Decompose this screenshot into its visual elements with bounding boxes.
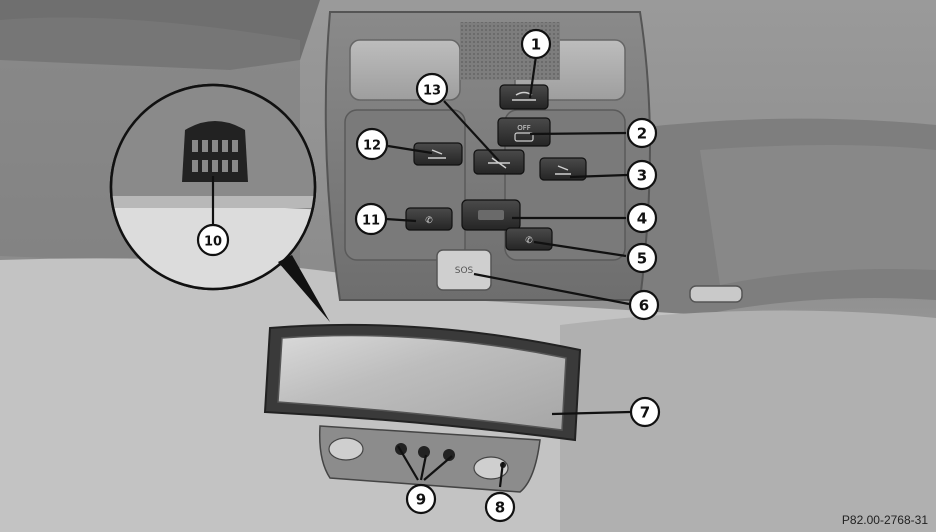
svg-text:8: 8 bbox=[495, 499, 505, 517]
callout-8: 8 bbox=[484, 491, 516, 523]
right-lamp-lens bbox=[473, 456, 509, 480]
garage-button-2[interactable] bbox=[418, 446, 430, 458]
callout-10: 10 bbox=[196, 223, 230, 257]
leader-lines bbox=[211, 55, 631, 488]
callout-2: 2 bbox=[626, 117, 658, 149]
svg-text:✆: ✆ bbox=[425, 216, 433, 226]
svg-text:12: 12 bbox=[363, 139, 381, 154]
svg-text:1: 1 bbox=[531, 36, 541, 54]
garage-button-3[interactable] bbox=[443, 449, 455, 461]
console-right-section bbox=[504, 109, 626, 261]
sliding-sunroof-switch[interactable] bbox=[499, 84, 549, 110]
sos-label: SOS bbox=[455, 266, 474, 276]
svg-text:4: 4 bbox=[637, 210, 647, 228]
callout-7: 7 bbox=[629, 396, 661, 428]
left-phone-button[interactable]: ✆ bbox=[405, 207, 453, 231]
callout-1: 1 bbox=[520, 28, 552, 60]
left-lamp-lens bbox=[328, 437, 364, 461]
callout-11: 11 bbox=[354, 202, 388, 236]
sos-button[interactable]: SOS bbox=[436, 249, 492, 291]
svg-text:3: 3 bbox=[637, 167, 647, 185]
callout-3: 3 bbox=[626, 159, 658, 191]
callout-12: 12 bbox=[355, 127, 389, 161]
right-phone-button[interactable]: ✆ bbox=[505, 227, 553, 251]
rear-interior-light-button[interactable] bbox=[473, 149, 525, 175]
callout-4: 4 bbox=[626, 202, 658, 234]
svg-text:2: 2 bbox=[637, 125, 647, 143]
front-interior-light-button[interactable] bbox=[461, 199, 521, 231]
callout-6: 6 bbox=[628, 289, 660, 321]
svg-text:13: 13 bbox=[423, 84, 441, 99]
interior-light-off-button[interactable]: OFF bbox=[497, 117, 551, 147]
svg-text:7: 7 bbox=[640, 404, 650, 422]
lower-roof-right bbox=[560, 310, 936, 532]
callout-5: 5 bbox=[626, 242, 658, 274]
svg-text:9: 9 bbox=[416, 491, 426, 509]
left-reading-light-button[interactable] bbox=[413, 142, 463, 166]
svg-text:✆: ✆ bbox=[525, 236, 533, 246]
svg-text:6: 6 bbox=[639, 297, 649, 315]
inset-pointer bbox=[278, 255, 330, 322]
rear-view-mirror-glass bbox=[277, 334, 567, 431]
right-reading-light-button[interactable] bbox=[539, 157, 587, 181]
visor-clip bbox=[689, 285, 743, 303]
off-label: OFF bbox=[517, 124, 531, 132]
callout-13: 13 bbox=[415, 72, 449, 106]
svg-text:10: 10 bbox=[204, 235, 222, 250]
callout-9: 9 bbox=[405, 483, 437, 515]
svg-text:5: 5 bbox=[637, 250, 647, 268]
microphone-grille-detail bbox=[182, 121, 248, 182]
right-headliner-inner bbox=[700, 145, 936, 285]
svg-text:11: 11 bbox=[362, 214, 380, 229]
figure-reference-code: P82.00-2768-31 bbox=[842, 513, 928, 527]
